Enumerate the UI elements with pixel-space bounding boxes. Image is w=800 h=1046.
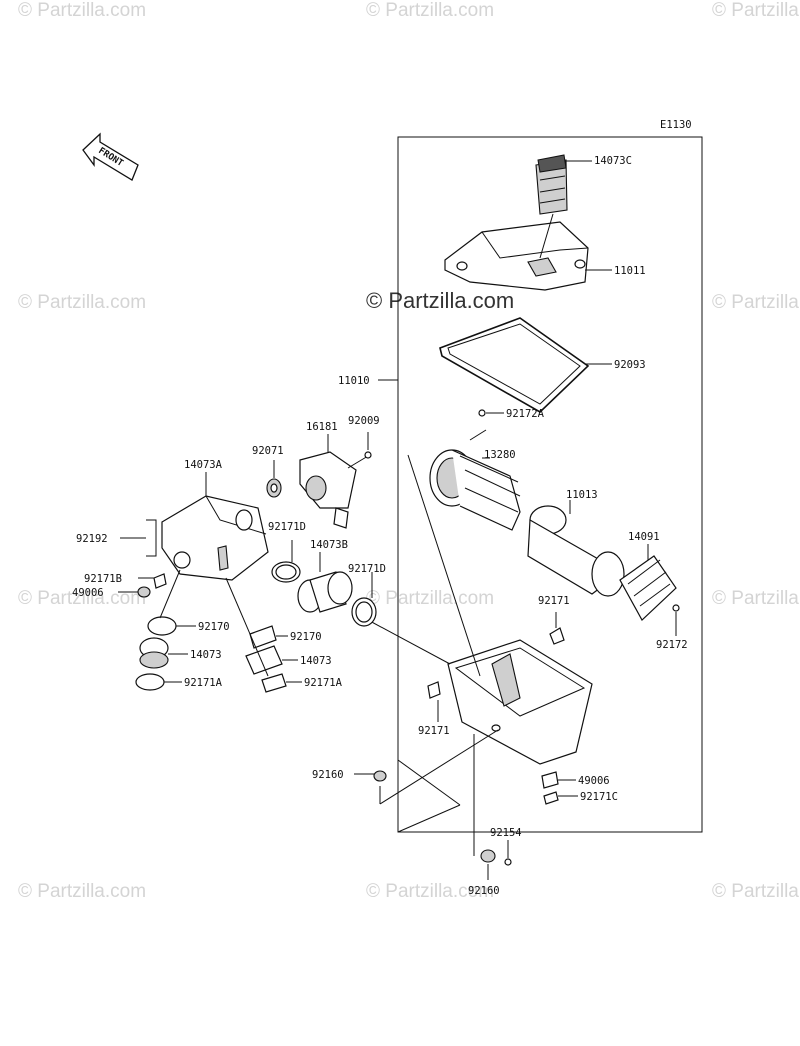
part-92172: [672, 604, 680, 612]
label-92160: 92160: [312, 769, 344, 781]
watermark: © Partzilla.com: [712, 292, 800, 313]
label-92172: 92172: [656, 639, 688, 651]
assembly-box: [397, 136, 703, 833]
watermark: © Partzilla.com: [366, 881, 494, 902]
label-16181: 16181: [306, 421, 338, 433]
part-92171D-right: [351, 597, 377, 627]
watermark: © Partzilla.com: [366, 588, 494, 609]
watermark: © Partzilla.com: [712, 0, 800, 21]
part-92160-92154: [480, 849, 512, 866]
part-14073A: [161, 495, 269, 581]
label-11013: 11013: [566, 489, 598, 501]
part-14073-left: [139, 637, 169, 669]
part-labels: 14073C 11011 92093 11010 92172A 13280 11…: [72, 155, 688, 897]
label-13280: 13280: [484, 449, 516, 461]
part-13280: [429, 429, 521, 531]
label-92071: 92071: [252, 445, 284, 457]
watermark: © Partzilla.com: [712, 588, 800, 609]
label-92170: 92170: [290, 631, 322, 643]
part-92171D-left: [271, 561, 301, 583]
label-92192: 92192: [76, 533, 108, 545]
label-14073: 14073: [300, 655, 332, 667]
part-92170-left: [147, 616, 177, 636]
part-92071: [266, 478, 282, 498]
part-92172A: [478, 409, 486, 417]
part-14073C: [535, 154, 568, 215]
part-92009: [347, 451, 372, 469]
label-92171A: 92171A: [304, 677, 343, 689]
front-arrow-icon: FRONT: [82, 132, 139, 181]
watermark: © Partzilla.com: [18, 588, 146, 609]
part-49006-left: [137, 586, 151, 598]
label-92009: 92009: [348, 415, 380, 427]
diagram-code: E1130: [660, 119, 692, 131]
watermark: © Partzilla.com: [712, 881, 800, 902]
label-92171D: 92171D: [268, 521, 306, 533]
watermark: © Partzilla.com: [18, 292, 146, 313]
label-14073B: 14073B: [310, 539, 348, 551]
watermark-main: © Partzilla.com: [366, 288, 514, 313]
label-92171B: 92171B: [84, 573, 122, 585]
label-92171: 92171: [538, 595, 570, 607]
label-92171D: 92171D: [348, 563, 386, 575]
part-92171B: [153, 573, 167, 589]
watermark: © Partzilla.com: [18, 881, 146, 902]
label-92154: 92154: [490, 827, 522, 839]
part-14073B: [297, 571, 353, 613]
label-92171A: 92171A: [184, 677, 223, 689]
label-92171C: 92171C: [580, 791, 618, 803]
part-14091: [619, 555, 677, 621]
label-49006: 49006: [72, 587, 104, 599]
label-11010: 11010: [338, 375, 370, 387]
label-14073A: 14073A: [184, 459, 223, 471]
part-11011: [444, 221, 589, 291]
part-92171-clip: [427, 627, 565, 699]
part-16181: [299, 451, 357, 529]
part-92171A-left: [135, 673, 165, 691]
part-92160-grommet: [373, 770, 387, 782]
label-92171: 92171: [418, 725, 450, 737]
label-14073C: 14073C: [594, 155, 632, 167]
label-11011: 11011: [614, 265, 646, 277]
part-14073-center: [245, 645, 283, 675]
part-92093: [439, 317, 590, 413]
part-11010-airbox: [447, 639, 593, 765]
label-14091: 14091: [628, 531, 660, 543]
part-92170-center: [249, 625, 277, 649]
leader-line: [397, 804, 461, 833]
part-49006-right: [541, 771, 559, 805]
label-92172A: 92172A: [506, 408, 545, 420]
label-49006: 49006: [578, 775, 610, 787]
label-92160: 92160: [468, 885, 500, 897]
part-92192: [146, 519, 157, 557]
watermarks: © Partzilla.com © Partzilla.com © Partzi…: [18, 0, 800, 902]
label-92170: 92170: [198, 621, 230, 633]
part-11013: [527, 505, 625, 597]
leader-line: [397, 759, 461, 806]
watermark: © Partzilla.com: [18, 0, 146, 21]
label-14073: 14073: [190, 649, 222, 661]
part-92171A-center: [261, 673, 287, 693]
watermark: © Partzilla.com: [366, 0, 494, 21]
label-92093: 92093: [614, 359, 646, 371]
